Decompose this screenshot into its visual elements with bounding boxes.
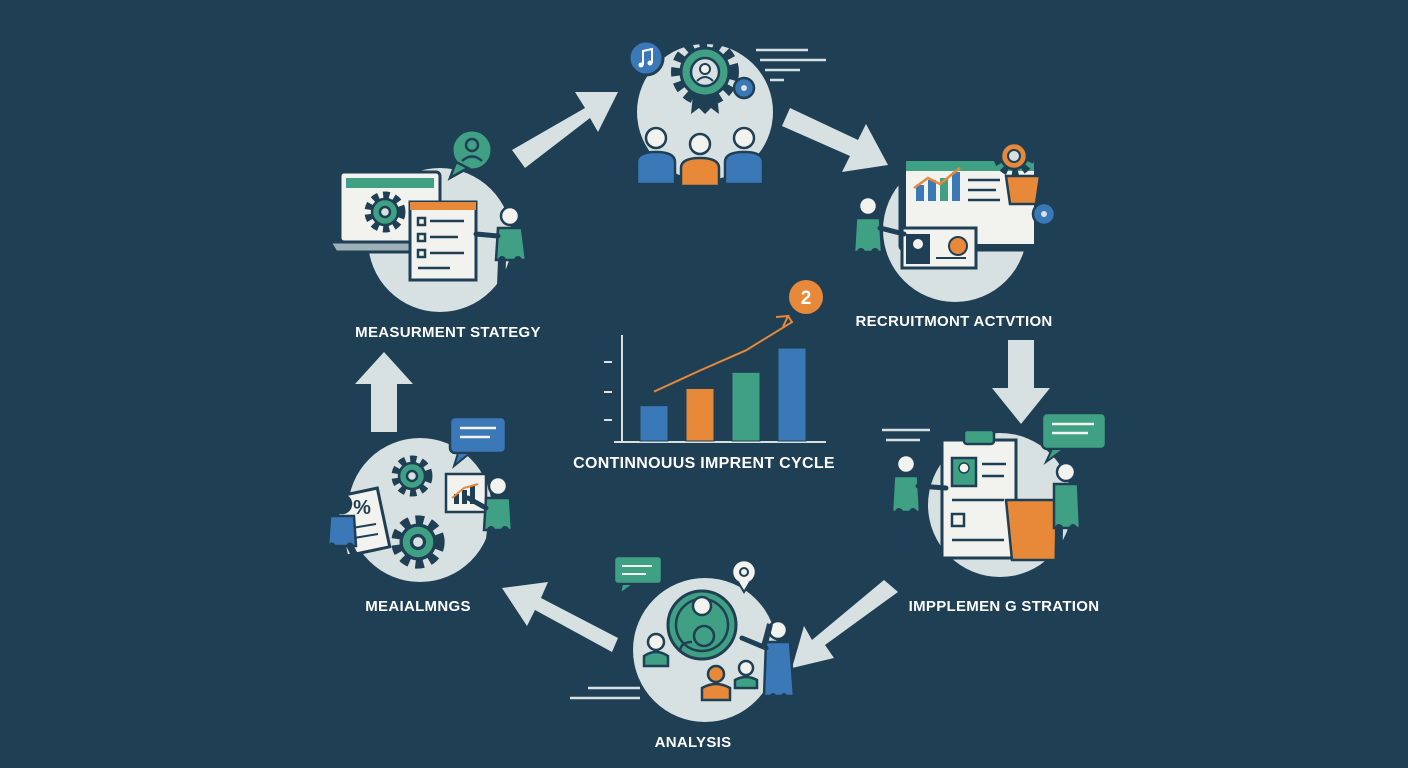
stage-label-analysis: ANALYSIS	[654, 734, 732, 751]
orange-scroll	[1004, 498, 1062, 562]
network-avatar-icon	[666, 589, 738, 661]
person-icon	[1052, 461, 1082, 590]
person-icon	[635, 126, 765, 188]
person-icon	[739, 619, 796, 733]
node-top	[627, 38, 826, 188]
chat-bubble-icon	[447, 128, 494, 181]
person-icon	[320, 493, 366, 578]
node-measurement	[327, 128, 528, 316]
arrow-bottom-right	[792, 580, 898, 668]
chart-bar-4	[777, 347, 807, 442]
chat-bubble-icon	[448, 415, 508, 469]
location-pin-icon	[730, 558, 758, 594]
gear-icon	[671, 38, 739, 114]
caption-lines	[570, 686, 640, 700]
trend-arrowhead	[775, 314, 790, 328]
node-meetings: %	[320, 415, 514, 582]
chat-bubble-icon	[612, 554, 664, 597]
arrow-left-up	[355, 352, 413, 432]
chart-bar-2	[685, 387, 715, 442]
percent-icon: %	[353, 497, 371, 519]
orange-block	[1004, 174, 1042, 206]
center-title: CONTINNOUUS IMPRENT CYCLE	[573, 455, 835, 472]
stage-label-recruitment: RECRUITMONT ACTVTION	[855, 313, 1053, 330]
chart-icon	[913, 167, 961, 201]
caption-lines	[882, 428, 930, 442]
center-bar-chart: 2	[604, 280, 826, 443]
caption-lines	[756, 48, 826, 82]
small-gear-icon	[732, 76, 756, 100]
person-icon	[852, 195, 907, 308]
clipboard-icon	[940, 428, 1018, 560]
arrow-bottom-left	[502, 582, 618, 652]
person-icon	[700, 664, 732, 702]
music-note-icon	[627, 39, 665, 77]
stage-label-meetings: MEAIALMNGS	[365, 598, 471, 615]
node-implementation	[882, 411, 1108, 590]
arrow-top-left	[512, 92, 618, 168]
chat-bubble-icon	[1040, 411, 1108, 466]
small-gear-icon	[1031, 201, 1057, 227]
chart-bar-1	[639, 405, 669, 442]
stage-label-measurement: MEASURMENT STATEGY	[355, 324, 541, 341]
node-analysis	[570, 554, 796, 733]
person-icon	[642, 632, 670, 668]
number-badge: 2	[789, 280, 823, 314]
person-icon	[473, 205, 528, 316]
document-icon	[408, 200, 478, 282]
node-recruitment	[852, 135, 1057, 308]
person-icon	[890, 453, 949, 576]
gear-icon	[993, 135, 1035, 177]
cycle-arrows	[355, 92, 1050, 668]
person-icon	[733, 659, 759, 690]
arrow-top-right	[782, 108, 888, 172]
person-icon	[465, 475, 514, 580]
profile-card-icon	[900, 226, 978, 270]
arrow-right-down	[992, 340, 1050, 424]
chart-bar-3	[731, 371, 761, 442]
badge-number: 2	[801, 288, 812, 309]
stage-label-implementation: IMPPLEMEN G STRATION	[908, 598, 1100, 615]
trend-line	[653, 315, 794, 393]
y-axis-ticks	[604, 361, 612, 421]
